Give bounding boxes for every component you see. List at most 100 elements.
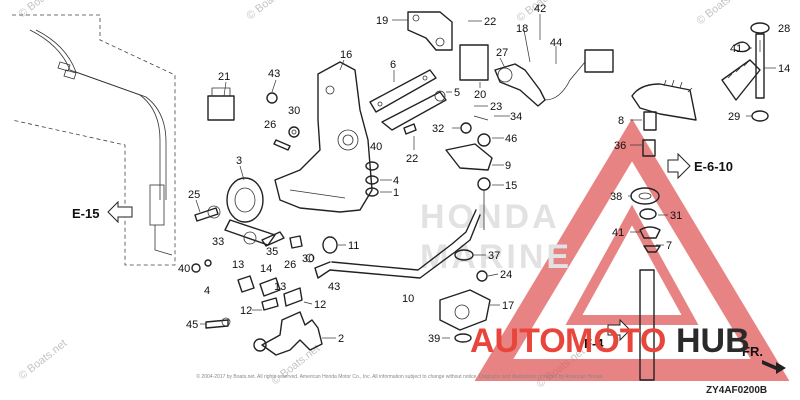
ref-label-e15: E-15	[72, 206, 99, 221]
part-nuts-group	[365, 161, 379, 197]
part-shift-rod-10[interactable]	[314, 209, 481, 279]
watermark: © Boats.net	[244, 0, 297, 22]
part-label-43[interactable]: 43	[268, 68, 280, 80]
watermark: © Boats.net	[16, 337, 69, 382]
part-label-4[interactable]: 4	[393, 175, 399, 187]
part-label-45[interactable]: 45	[186, 319, 198, 331]
part-gear-8[interactable]	[631, 79, 697, 131]
part-bolt-45[interactable]	[205, 317, 231, 329]
part-label-16[interactable]: 16	[340, 49, 352, 61]
part-smallparts-group	[403, 115, 491, 147]
part-label-18[interactable]: 18	[516, 23, 528, 35]
part-label-41[interactable]: 41	[612, 227, 624, 239]
part-plate-6[interactable]	[369, 69, 437, 113]
part-label-37[interactable]: 37	[488, 250, 500, 262]
part-label-13[interactable]: 13	[274, 281, 286, 293]
part-label-36[interactable]: 36	[614, 140, 626, 152]
part-label-27[interactable]: 27	[496, 47, 508, 59]
part-label-12[interactable]: 12	[314, 299, 326, 311]
ref-arrow-e610[interactable]: E-6-10	[667, 152, 733, 180]
part-label-4[interactable]: 4	[204, 285, 210, 297]
part-label-26[interactable]: 26	[284, 259, 296, 271]
part-label-42[interactable]: 42	[534, 3, 546, 15]
part-label-9[interactable]: 9	[505, 160, 511, 172]
part-label-8[interactable]: 8	[618, 115, 624, 127]
part-label-29[interactable]: 29	[728, 111, 740, 123]
ref-arrow-e15[interactable]: E-15	[72, 200, 133, 224]
cable-assembly-box	[11, 14, 176, 266]
part-label-39[interactable]: 39	[428, 333, 440, 345]
part-label-20[interactable]: 20	[474, 89, 486, 101]
part-label-31[interactable]: 31	[670, 210, 682, 222]
part-label-44[interactable]: 44	[550, 37, 562, 49]
part-label-21[interactable]: 21	[218, 71, 230, 83]
part-label-2[interactable]: 2	[338, 333, 344, 345]
part-grommet-37[interactable]	[454, 249, 474, 261]
watermark: © Boats.net	[694, 0, 747, 27]
part-washers-left	[191, 259, 212, 273]
svg-text:MARINE: MARINE	[420, 238, 572, 276]
part-bracket-2[interactable]	[253, 311, 323, 356]
part-label-11[interactable]: 11	[348, 240, 359, 252]
part-label-19[interactable]: 19	[376, 15, 388, 27]
leader-lines	[195, 14, 776, 339]
part-label-14[interactable]: 14	[778, 63, 790, 75]
part-label-17[interactable]: 17	[502, 300, 514, 312]
part-label-10[interactable]: 10	[402, 293, 414, 305]
part-label-30[interactable]: 30	[288, 105, 300, 117]
part-label-23[interactable]: 23	[490, 101, 502, 113]
part-label-40[interactable]: 40	[370, 141, 382, 153]
part-label-34[interactable]: 34	[510, 111, 522, 123]
part-bracket-19[interactable]	[407, 11, 453, 51]
diagram-code: ZY4AF0200B	[706, 385, 767, 396]
part-label-1[interactable]: 1	[393, 187, 399, 199]
part-label-22[interactable]: 22	[406, 153, 418, 165]
svg-text:HONDA: HONDA	[420, 198, 560, 236]
part-bracket-17[interactable]	[439, 270, 491, 343]
part-label-15[interactable]: 15	[505, 180, 517, 192]
part-label-14[interactable]: 14	[260, 263, 272, 275]
part-label-40[interactable]: 40	[178, 263, 190, 275]
part-label-7[interactable]: 7	[666, 240, 672, 252]
ref-label-f4: F-4	[584, 336, 604, 351]
part-label-46[interactable]: 46	[505, 133, 517, 145]
part-clip-21[interactable]	[207, 87, 235, 121]
part-label-32[interactable]: 32	[432, 123, 444, 135]
automotohub-logo: AUTO MOTO HUB	[470, 322, 750, 360]
part-label-30[interactable]: 30	[302, 253, 314, 265]
brand-part-moto: MOTO	[565, 322, 666, 360]
brand-part-hub: HUB	[676, 322, 750, 360]
part-pulley-3[interactable]	[224, 177, 276, 246]
part-label-12[interactable]: 12	[240, 305, 252, 317]
part-bracket-16[interactable]	[274, 61, 373, 213]
part-label-43[interactable]: 43	[328, 281, 340, 293]
part-label-6[interactable]: 6	[390, 59, 396, 71]
part-label-24[interactable]: 24	[500, 269, 512, 281]
part-lever-5[interactable]	[381, 90, 447, 131]
part-lever-9[interactable]	[445, 143, 493, 230]
watermark: © Boats.net	[16, 0, 69, 20]
watermark: © Boats.net	[269, 342, 322, 387]
part-number-labels: 42 19 22 18 44 27 16 6 5 20 21 43 30 26 …	[178, 3, 790, 345]
part-label-28[interactable]: 28	[778, 23, 790, 35]
part-label-41[interactable]: 41	[730, 43, 742, 55]
part-bolt-25[interactable]	[194, 205, 221, 222]
part-label-5[interactable]: 5	[454, 87, 460, 99]
part-switch-18[interactable]	[459, 44, 614, 107]
ref-arrow-f4[interactable]: F-4	[584, 318, 631, 351]
part-label-38[interactable]: 38	[610, 191, 622, 203]
part-label-25[interactable]: 25	[188, 189, 200, 201]
part-label-26[interactable]: 26	[264, 119, 276, 131]
copyright-text: © 2004-2017 by Boats.net. All rights res…	[196, 373, 603, 380]
part-label-22[interactable]: 22	[484, 16, 496, 28]
part-clips-group	[237, 275, 303, 311]
part-label-33[interactable]: 33	[212, 236, 224, 248]
ref-label-e610: E-6-10	[694, 159, 733, 174]
part-link-11[interactable]	[261, 231, 338, 263]
part-label-35[interactable]: 35	[266, 246, 278, 258]
part-shaft-14[interactable]	[721, 22, 770, 122]
part-label-13[interactable]: 13	[232, 259, 244, 271]
part-label-3[interactable]: 3	[236, 155, 242, 167]
brand-triangle-logo: HONDA MARINE	[420, 118, 790, 381]
